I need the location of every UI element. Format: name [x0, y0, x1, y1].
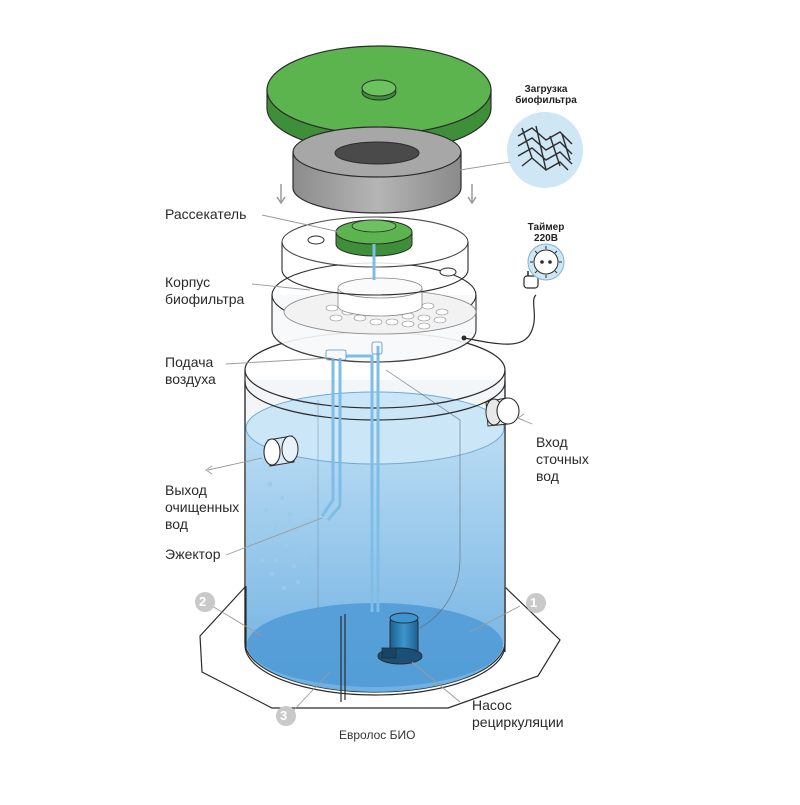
label-air-supply: Подача воздуха — [165, 354, 216, 387]
product-caption: Евролос БИО — [339, 728, 416, 742]
label-biofilter-body: Корпус биофильтра — [165, 274, 245, 307]
label-pump: Насос рециркуляции — [472, 697, 564, 730]
mesh-icon — [507, 112, 583, 188]
label-splitter: Рассекатель — [165, 206, 247, 222]
arrow-down-icon — [276, 184, 477, 205]
splitter — [335, 219, 413, 280]
main-tank — [199, 331, 561, 709]
label-biofilter-load: Загрузка биофильтра — [515, 84, 577, 106]
bubble-icon — [256, 481, 314, 590]
label-ejector: Эжектор — [165, 546, 221, 562]
badge-3 — [276, 706, 296, 726]
badge-2-number: 2 — [199, 594, 207, 609]
label-treated-outlet: Выход очищенных вод — [165, 482, 240, 532]
inlet-pipe — [485, 397, 520, 427]
badge-3-number: 3 — [280, 708, 288, 723]
socket-icon — [527, 243, 565, 281]
air-tube-outline — [325, 341, 383, 361]
label-timer: Таймер 220В — [527, 222, 565, 244]
gray-ring — [292, 126, 462, 214]
label-inlet: Вход сточных вод — [536, 434, 589, 484]
timer-cable — [463, 294, 537, 345]
air-tubes — [320, 346, 380, 612]
outlet-pipe — [263, 435, 299, 467]
leader-lines — [205, 161, 533, 713]
badge-1 — [526, 593, 546, 613]
badge-1-number: 1 — [530, 595, 538, 610]
badge-2 — [195, 592, 215, 612]
recirculation-pump — [377, 612, 423, 665]
